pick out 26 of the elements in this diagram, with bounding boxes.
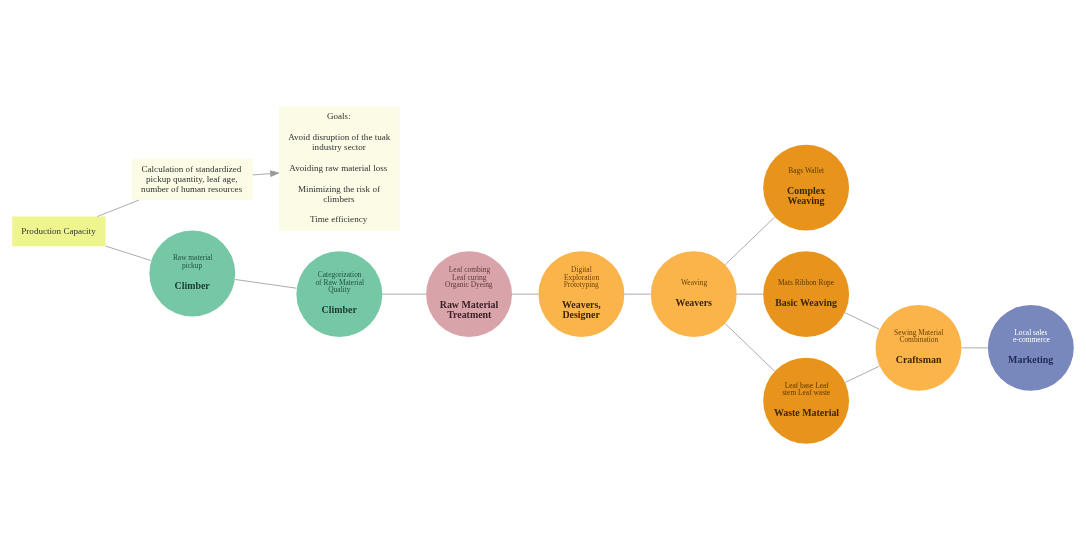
connector [624,293,651,295]
node-circle: Categorization of Raw Material Quality Climber [296,250,383,337]
connector [97,199,140,217]
node-circle: Local sales e-commerce Marketing [987,304,1074,391]
connector [105,245,152,261]
node-circle: Leaf combing Leaf curing Organic Dyeing Raw Material Treatment [426,250,512,337]
node-circle: Digital Exploration Prototyping Weavers, Designer [538,250,625,337]
connector [961,346,988,348]
node-box: Goals: Avoid disruption of the tuak industry sector Avoiding raw material loss Minimizing the risk of climbers Time efficiency [279,105,400,231]
connector [511,293,539,295]
node-box: Calculation of standardized pickup quantity, leaf age, number of human resources [132,158,253,200]
arrow [252,169,280,177]
node-circle: Leaf base Leaf stem Leaf waste Waste Material [763,357,850,444]
connector [724,322,775,371]
connector [234,278,297,289]
node-box: Production Capacity [12,216,106,246]
connector [382,293,427,295]
node-circle: Sewing Material Combination Craftsman [875,304,962,391]
node-circle: Bags Wallet Complex Weaving [763,144,850,231]
node-circle: Raw material pickup Climber [149,230,236,316]
node-circle: Weaving Weavers [650,250,737,337]
connector [844,311,880,330]
connector [736,293,764,295]
connector [844,365,880,383]
connector [724,216,775,265]
node-circle: Mats Ribbon Rope Basic Weaving [763,250,850,337]
